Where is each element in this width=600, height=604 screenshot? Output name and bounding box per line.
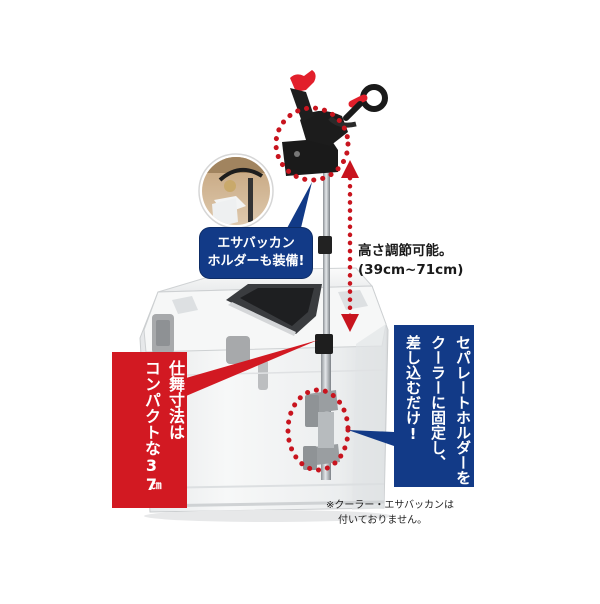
arrow-down-icon: [341, 314, 359, 332]
esa-pointer: [286, 182, 312, 232]
rod-holder-head: [282, 70, 388, 176]
arrow-up-icon: [341, 160, 359, 178]
height-adjust-label: 高さ調節可能。 (39cm~71cm): [358, 242, 463, 280]
compact-size-badge: 仕舞寸法は コンパクトな37 ㎝: [112, 352, 187, 508]
height-adjust-range: (39cm~71cm): [358, 262, 464, 278]
separate-holder-col2: クーラーに固定し、: [429, 335, 447, 470]
esa-holder-line2: ホルダーも装備!: [207, 254, 305, 269]
compact-pointer: [186, 340, 318, 396]
separate-holder-col1: セパレートホルダーを: [454, 335, 472, 485]
separate-holder-badge: セパレートホルダーを クーラーに固定し、 差し込むだけ!: [394, 325, 474, 487]
inset-photo: [198, 153, 274, 229]
esa-holder-badge: エサバッカン ホルダーも装備!: [200, 228, 312, 278]
separate-pointer: [348, 430, 394, 446]
height-adjust-line1: 高さ調節可能。: [358, 243, 453, 259]
compact-size-unit: ㎝: [149, 480, 162, 491]
separate-holder-col3: 差し込むだけ!: [404, 335, 422, 443]
footnote: ※クーラー・エサバッカンは 付いておりません。: [326, 498, 454, 528]
footnote-line2: 付いておりません。: [338, 515, 428, 526]
compact-size-col1: 仕舞寸法は: [166, 360, 185, 440]
footnote-line1: ※クーラー・エサバッカンは: [326, 500, 454, 511]
compact-size-col2: コンパクトな37: [142, 360, 161, 494]
esa-holder-line1: エサバッカン: [217, 236, 295, 251]
rod-holder-pole: [303, 160, 340, 480]
